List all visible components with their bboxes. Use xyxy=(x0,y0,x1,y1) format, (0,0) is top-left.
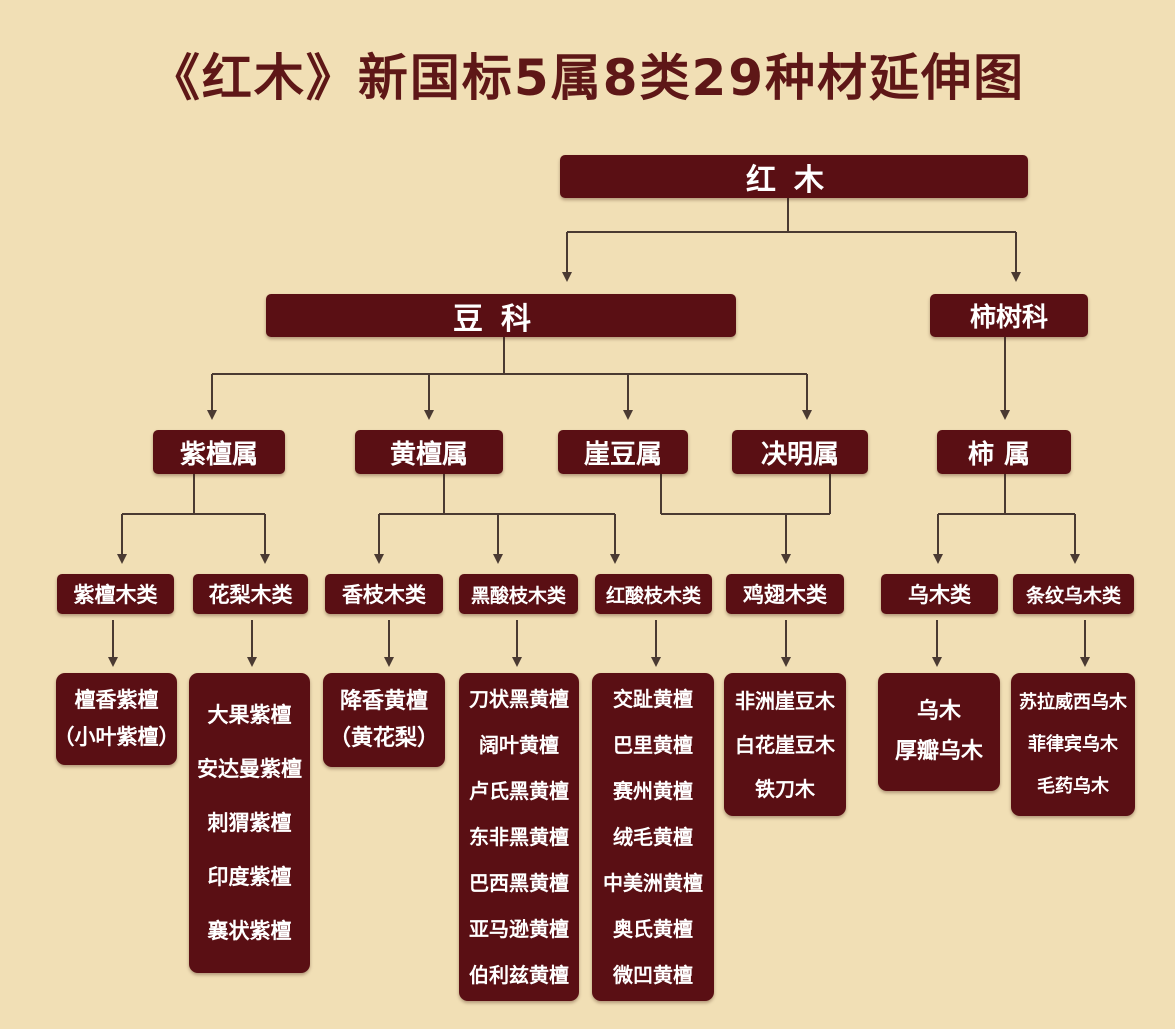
species-item: 刺猬紫檀 xyxy=(207,811,292,835)
species-list-hualimu: 大果紫檀 安达曼紫檀 刺猬紫檀 印度紫檀 襄状紫檀 xyxy=(189,673,310,973)
class-node-hongsuanzhi: 红酸枝木类 xyxy=(595,574,712,614)
species-item: 白花崖豆木 xyxy=(735,732,835,757)
species-list-heisuanzhi: 刀状黑黄檀 阔叶黄檀 卢氏黑黄檀 东非黑黄檀 巴西黑黄檀 亚马逊黄檀 伯利兹黄檀 xyxy=(459,673,579,1001)
species-item: 降香黄檀 xyxy=(339,689,428,714)
species-item: 东非黑黄檀 xyxy=(469,825,569,849)
species-item: 非洲崖豆木 xyxy=(735,688,835,713)
species-item: 安达曼紫檀 xyxy=(197,757,302,781)
class-node-zitanmu: 紫檀木类 xyxy=(57,574,174,614)
family-node-shishuke: 柿树科 xyxy=(930,294,1088,337)
root-node: 红木 xyxy=(560,155,1028,198)
diagram-title: 《红木》新国标5属8类29种材延伸图 xyxy=(149,49,1026,107)
species-list-hongsuanzhi: 交趾黄檀 巴里黄檀 赛州黄檀 绒毛黄檀 中美洲黄檀 奥氏黄檀 微凹黄檀 xyxy=(592,673,714,1001)
species-item: 绒毛黄檀 xyxy=(613,825,693,849)
species-item: 毛药乌木 xyxy=(1037,775,1109,797)
species-list-wumu: 乌木 厚瓣乌木 xyxy=(878,673,1000,791)
species-item: 襄状紫檀 xyxy=(207,919,292,943)
genus-node-huangtan: 黄檀属 xyxy=(355,430,503,474)
species-item: 乌木 xyxy=(916,699,961,724)
class-node-tiaowen: 条纹乌木类 xyxy=(1013,574,1134,614)
genus-node-jueming: 决明属 xyxy=(732,430,868,474)
class-node-jichi: 鸡翅木类 xyxy=(726,574,844,614)
species-item: 刀状黑黄檀 xyxy=(469,687,569,711)
species-item: 伯利兹黄檀 xyxy=(469,963,569,987)
class-node-hualimu: 花梨木类 xyxy=(193,574,308,614)
species-item: 卢氏黑黄檀 xyxy=(469,779,569,803)
species-item: 赛州黄檀 xyxy=(613,779,693,803)
class-node-heisuanzhi: 黑酸枝木类 xyxy=(459,574,578,614)
genus-node-zitan: 紫檀属 xyxy=(153,430,285,474)
species-item: 苏拉威西乌木 xyxy=(1019,691,1127,713)
species-list-tiaowen: 苏拉威西乌木 菲律宾乌木 毛药乌木 xyxy=(1011,673,1135,816)
species-item: （黄花梨） xyxy=(328,726,439,751)
class-node-xiangzhi: 香枝木类 xyxy=(325,574,443,614)
species-item: 巴西黑黄檀 xyxy=(469,871,569,895)
species-item: 檀香紫檀 xyxy=(74,688,159,712)
species-item: （小叶紫檀） xyxy=(53,725,180,749)
species-item: 大果紫檀 xyxy=(207,703,292,727)
species-list-xiangzhi: 降香黄檀 （黄花梨） xyxy=(323,673,445,767)
class-node-wumu: 乌木类 xyxy=(881,574,998,614)
species-item: 铁刀木 xyxy=(755,776,815,801)
species-item: 厚瓣乌木 xyxy=(894,739,983,764)
species-item: 微凹黄檀 xyxy=(613,963,693,987)
genus-node-shi: 柿属 xyxy=(937,430,1071,474)
family-node-douke: 豆科 xyxy=(266,294,736,337)
species-list-jichi: 非洲崖豆木 白花崖豆木 铁刀木 xyxy=(724,673,846,816)
species-list-zitanmu: 檀香紫檀 （小叶紫檀） xyxy=(53,673,180,765)
genus-node-yadou: 崖豆属 xyxy=(558,430,688,474)
species-item: 交趾黄檀 xyxy=(613,687,693,711)
species-item: 印度紫檀 xyxy=(207,865,292,889)
species-item: 菲律宾乌木 xyxy=(1028,733,1118,755)
species-item: 亚马逊黄檀 xyxy=(469,917,569,941)
species-item: 巴里黄檀 xyxy=(613,733,693,757)
species-item: 奥氏黄檀 xyxy=(613,917,693,941)
species-item: 阔叶黄檀 xyxy=(479,733,559,757)
species-item: 中美洲黄檀 xyxy=(603,871,703,895)
